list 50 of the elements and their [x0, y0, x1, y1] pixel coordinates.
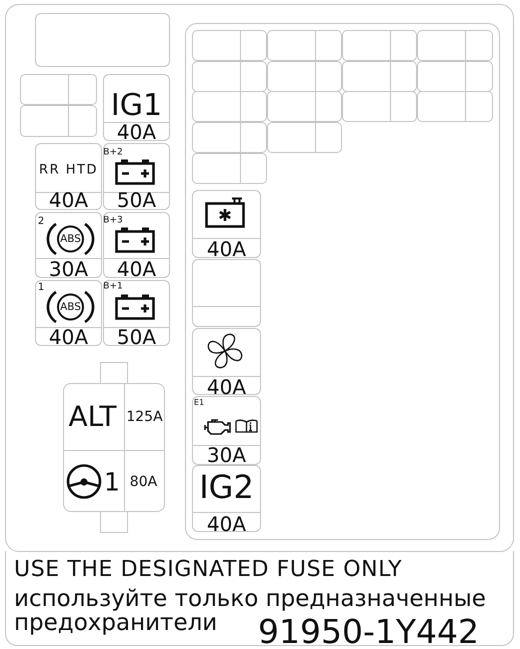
terminal-label: B+2 — [103, 148, 123, 158]
amp-rating: 40A — [206, 514, 246, 534]
circuit-number: 1 — [104, 469, 120, 494]
amp-rating: 40A — [206, 376, 246, 396]
terminal-label: B+1 — [103, 282, 123, 292]
amp-rating: 40A — [116, 122, 156, 142]
empty-slot — [20, 74, 97, 105]
fuse-label: IG2 — [199, 471, 254, 503]
empty-slot — [20, 105, 97, 137]
circuit-number: 1 — [38, 283, 44, 293]
amp-rating: 40A — [206, 238, 246, 258]
empty-slot — [192, 259, 261, 327]
amp-rating: 80A — [130, 474, 158, 488]
fuse-slot — [192, 465, 261, 532]
amp-rating: 50A — [116, 190, 156, 210]
amp-rating: 30A — [48, 258, 88, 278]
fuse-slot — [63, 383, 165, 451]
fuse-block — [63, 383, 165, 512]
fuse-panel — [185, 23, 500, 540]
fuse-slot — [103, 74, 170, 141]
amp-rating: 40A — [48, 190, 88, 210]
empty-slot — [192, 153, 267, 184]
fuse-slot — [35, 143, 102, 210]
instruction-text: используйте только предназначенные — [14, 588, 486, 611]
fuse-slot — [192, 328, 261, 395]
fuse-box-housing — [5, 4, 514, 552]
amp-rating: 40A — [48, 327, 88, 347]
amp-rating: 50A — [116, 327, 156, 347]
circuit-label: E1 — [194, 399, 204, 407]
abs-label: ABS — [60, 302, 81, 312]
fuse-slot — [35, 280, 102, 346]
fuse-label: ALT — [68, 403, 116, 431]
amp-rating: 125A — [126, 410, 163, 424]
fuse-slot — [103, 280, 170, 346]
fuse-slot — [192, 396, 261, 465]
amp-rating: 30A — [206, 445, 246, 465]
fuse-slot — [192, 190, 261, 258]
amp-rating: 40A — [116, 258, 156, 278]
fuse-slot — [103, 212, 170, 278]
part-number: 91950-1Y442 — [258, 615, 480, 648]
fuse-slot — [103, 143, 170, 210]
instruction-text: предохранители — [14, 612, 218, 635]
fuse-label: RR HTD — [39, 164, 98, 176]
abs-label: ABS — [60, 234, 81, 244]
empty-slot — [35, 13, 170, 67]
circuit-number: 2 — [38, 216, 44, 226]
instruction-text: USE THE DESIGNATED FUSE ONLY — [14, 559, 402, 581]
fuse-label: IG1 — [110, 91, 162, 121]
fuse-slot — [35, 212, 102, 278]
terminal-label: B+3 — [103, 216, 123, 225]
